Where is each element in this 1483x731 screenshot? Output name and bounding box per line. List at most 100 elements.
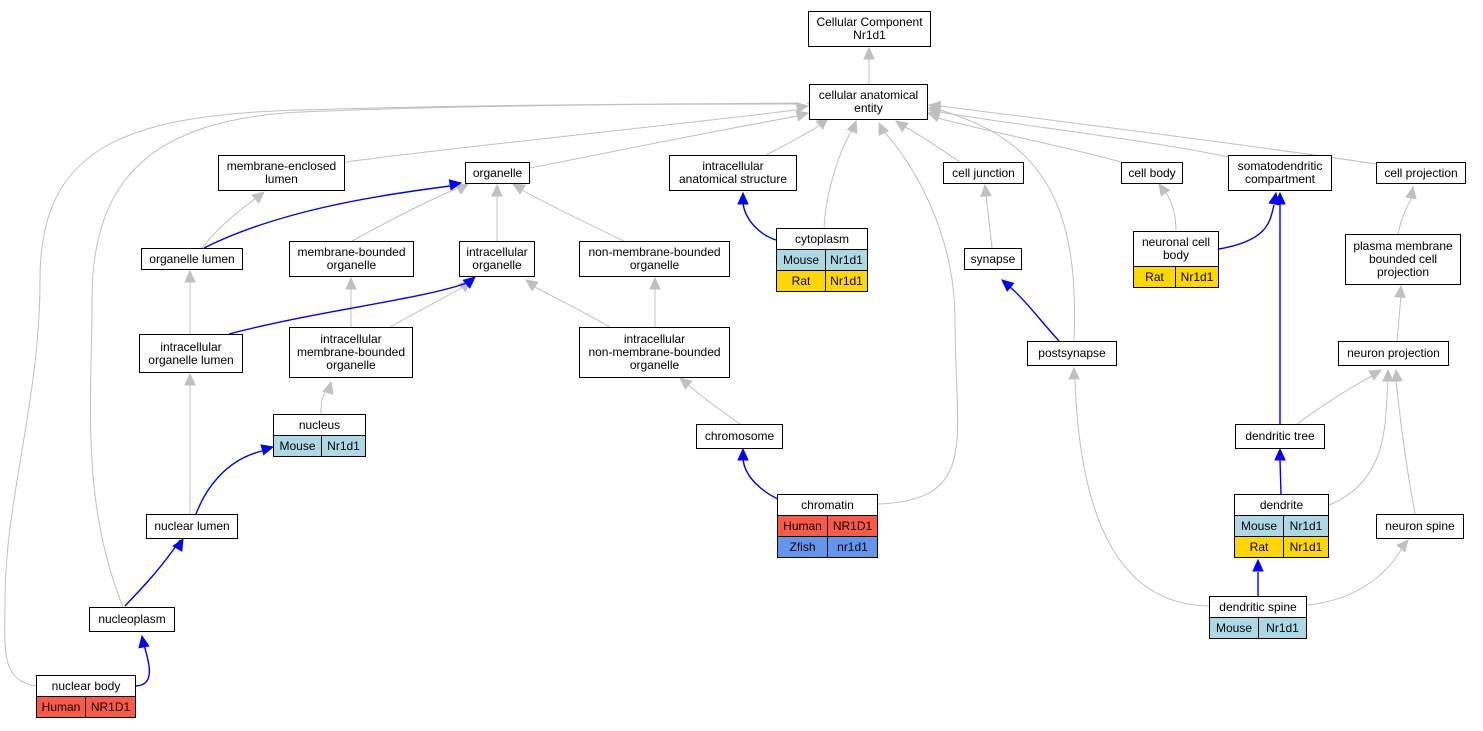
go-term-cae[interactable]: cellular anatomical entity xyxy=(809,84,928,120)
edge-arrowhead xyxy=(184,269,196,283)
go-term-label: plasma membrane bounded cell projection xyxy=(1353,239,1453,279)
edge-arrowhead xyxy=(511,183,526,195)
gene-cell[interactable]: NR1D1 xyxy=(827,515,878,537)
edge-arrowhead xyxy=(1068,366,1080,380)
go-term-pmbcp[interactable]: plasma membrane bounded cell projection xyxy=(1345,234,1461,285)
go-term-nuclear-body[interactable]: nuclear body xyxy=(36,675,136,697)
go-term-synapse[interactable]: synapse xyxy=(964,248,1022,270)
go-term-nuclear-lumen[interactable]: nuclear lumen xyxy=(146,514,238,539)
go-term-nmbo[interactable]: non-membrane-bounded organelle xyxy=(579,241,730,277)
go-term-dendritic-tree[interactable]: dendritic tree xyxy=(1235,424,1325,449)
edge-arrowhead xyxy=(1405,185,1417,200)
go-term-nucleoplasm[interactable]: nucleoplasm xyxy=(89,607,175,632)
go-term-dendrite[interactable]: dendrite xyxy=(1234,494,1329,516)
go-term-label: chromatin xyxy=(801,497,854,512)
edge-arrowhead xyxy=(462,276,476,289)
go-term-label: Cellular Component Nr1d1 xyxy=(816,15,923,42)
go-term-organelle[interactable]: organelle xyxy=(465,162,530,184)
species-cell: Human xyxy=(777,515,828,537)
go-term-somatodendritic[interactable]: somatodendritic compartment xyxy=(1228,155,1332,191)
is-a-edge xyxy=(4,102,798,687)
edge-arrowhead xyxy=(1394,284,1406,298)
gene-cell[interactable]: Nr1d1 xyxy=(825,270,868,292)
go-term-label: chromosome xyxy=(704,429,775,443)
go-term-chromosome[interactable]: chromosome xyxy=(696,424,783,449)
go-term-label: cellular anatomical entity xyxy=(818,88,919,115)
species-cell: Rat xyxy=(1133,266,1176,288)
go-term-cell-junction[interactable]: cell junction xyxy=(943,162,1024,184)
edge-arrowhead xyxy=(138,634,150,649)
edge-arrowhead xyxy=(737,447,749,461)
edge-arrowhead xyxy=(1274,191,1286,205)
edge-arrowhead xyxy=(1391,368,1403,382)
is-a-edge xyxy=(1074,379,1210,607)
go-term-neuron-projection[interactable]: neuron projection xyxy=(1338,341,1449,366)
go-term-cytoplasm[interactable]: cytoplasm xyxy=(776,228,868,250)
is-a-edge xyxy=(877,132,959,505)
is-a-edge xyxy=(765,124,821,156)
go-term-root[interactable]: Cellular Component Nr1d1 xyxy=(808,11,931,47)
gene-cell[interactable]: Nr1d1 xyxy=(1258,617,1307,639)
is-a-edge xyxy=(1328,379,1389,506)
is-a-edge xyxy=(201,197,257,249)
go-term-ncb[interactable]: neuronal cell body xyxy=(1133,231,1219,267)
go-term-label: organelle lumen xyxy=(149,251,235,266)
go-term-postsynapse[interactable]: postsynapse xyxy=(1027,341,1117,366)
is-a-edge xyxy=(985,194,993,249)
go-term-ias[interactable]: intracellular anatomical structure xyxy=(669,155,797,191)
edge-arrowhead xyxy=(260,444,275,456)
go-term-imbo[interactable]: intracellular membrane-bounded organelle xyxy=(289,327,413,378)
edge-arrowhead xyxy=(649,276,661,290)
gene-cell[interactable]: NR1D1 xyxy=(85,696,136,718)
edge-arrowhead xyxy=(172,537,184,552)
go-term-label: intracellular anatomical structure xyxy=(678,159,788,186)
species-cell: Rat xyxy=(1234,536,1284,558)
part-of-edge xyxy=(195,450,263,515)
go-term-label: membrane-enclosed lumen xyxy=(226,159,337,186)
go-term-label: synapse xyxy=(970,251,1016,266)
go-term-mel[interactable]: membrane-enclosed lumen xyxy=(218,155,345,191)
gene-cell[interactable]: Nr1d1 xyxy=(321,435,366,457)
gene-cell[interactable]: Nr1d1 xyxy=(825,249,868,271)
gene-cell[interactable]: Nr1d1 xyxy=(1175,266,1219,288)
edge-arrowhead xyxy=(679,377,693,390)
species-cell: Zfish xyxy=(777,536,828,558)
go-term-neuron-spine[interactable]: neuron spine xyxy=(1376,514,1464,539)
edge-arrowhead xyxy=(1158,183,1171,197)
edge-arrowhead xyxy=(448,179,463,191)
go-term-cell-body[interactable]: cell body xyxy=(1121,162,1183,184)
go-term-label: neuron projection xyxy=(1347,346,1440,360)
go-term-label: cell body xyxy=(1128,165,1176,180)
edge-arrowhead xyxy=(1382,368,1394,382)
go-term-label: non-membrane-bounded organelle xyxy=(588,245,721,272)
go-term-chromatin[interactable]: chromatin xyxy=(777,494,878,516)
go-term-inmbo[interactable]: intracellular non-membrane-bounded organ… xyxy=(579,327,730,378)
gene-cell[interactable]: Nr1d1 xyxy=(1283,536,1329,558)
species-cell: Rat xyxy=(776,270,826,292)
edge-arrowhead xyxy=(980,183,992,197)
go-term-nucleus[interactable]: nucleus xyxy=(273,414,366,436)
go-term-organelle-lumen[interactable]: organelle lumen xyxy=(141,248,243,270)
is-a-edge xyxy=(1397,196,1413,235)
go-term-label: nuclear lumen xyxy=(154,519,230,533)
gene-cell[interactable]: nr1d1 xyxy=(827,536,878,558)
go-term-label: cytoplasm xyxy=(794,231,850,246)
part-of-edge xyxy=(742,202,777,241)
species-cell: Mouse xyxy=(776,249,826,271)
go-term-iol[interactable]: intracellular organelle lumen xyxy=(139,334,243,373)
go-term-mbo[interactable]: membrane-bounded organelle xyxy=(289,241,414,277)
is-a-edge xyxy=(529,115,799,169)
gene-cell[interactable]: Nr1d1 xyxy=(1283,515,1329,537)
part-of-edge xyxy=(203,185,451,249)
go-term-io[interactable]: intracellular organelle xyxy=(459,241,535,277)
edge-arrowhead xyxy=(795,110,810,122)
edge-arrowhead xyxy=(1001,279,1015,292)
go-term-dendritic-spine[interactable]: dendritic spine xyxy=(1209,596,1307,618)
species-cell: Mouse xyxy=(1234,515,1284,537)
is-a-edge xyxy=(1163,189,1177,232)
edge-arrowhead xyxy=(322,380,334,395)
is-a-edge xyxy=(534,286,611,328)
go-term-cell-projection[interactable]: cell projection xyxy=(1376,162,1466,184)
edge-arrowhead xyxy=(1396,539,1409,553)
